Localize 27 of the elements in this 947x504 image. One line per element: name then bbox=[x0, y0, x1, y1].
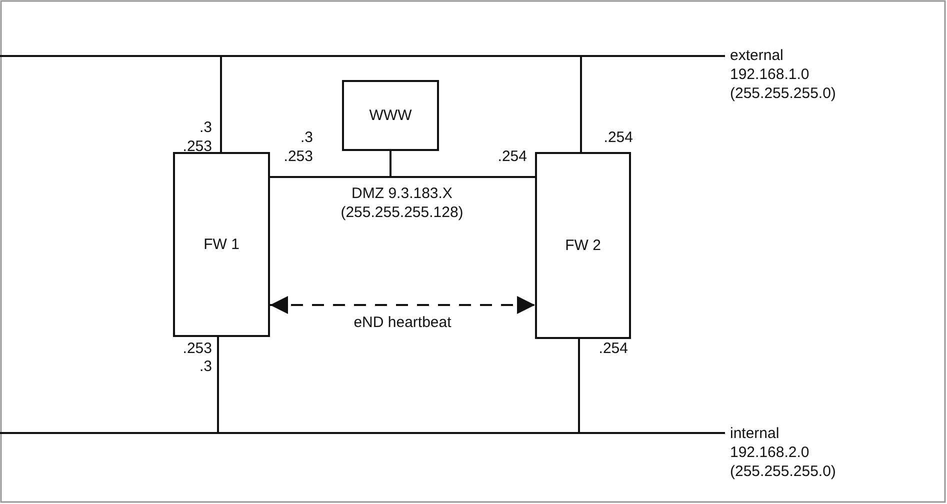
device-box bbox=[173, 152, 270, 337]
interface-address: .3 bbox=[199, 119, 212, 137]
device-box bbox=[342, 80, 439, 151]
connector-line bbox=[580, 57, 582, 152]
network-address-label: external 192.168.1.0 (255.255.255.0) bbox=[730, 46, 836, 103]
network-line bbox=[0, 55, 725, 57]
connector-line bbox=[220, 57, 222, 152]
connector-line bbox=[578, 339, 580, 432]
network-line bbox=[270, 176, 535, 178]
device-name: FW 2 bbox=[565, 237, 601, 254]
interface-address: .254 bbox=[598, 340, 628, 358]
network-address-label: DMZ 9.3.183.X (255.255.255.128) bbox=[340, 184, 464, 222]
network-line bbox=[0, 432, 725, 434]
interface-address: .3 bbox=[199, 358, 212, 376]
connector-line bbox=[217, 337, 219, 432]
interface-address: .253 bbox=[182, 138, 212, 156]
interface-address: .254 bbox=[604, 129, 633, 147]
interface-address: .3 bbox=[300, 129, 313, 147]
device-name: FW 1 bbox=[204, 236, 240, 253]
network-address-label: internal 192.168.2.0 (255.255.255.0) bbox=[730, 424, 836, 481]
connector-line bbox=[390, 151, 392, 176]
device-box bbox=[535, 152, 631, 339]
interface-address: .253 bbox=[182, 340, 212, 358]
device-name: WWW bbox=[369, 107, 412, 124]
interface-address: .254 bbox=[498, 148, 527, 166]
arrow bbox=[270, 296, 535, 314]
interface-address: .253 bbox=[284, 148, 313, 166]
